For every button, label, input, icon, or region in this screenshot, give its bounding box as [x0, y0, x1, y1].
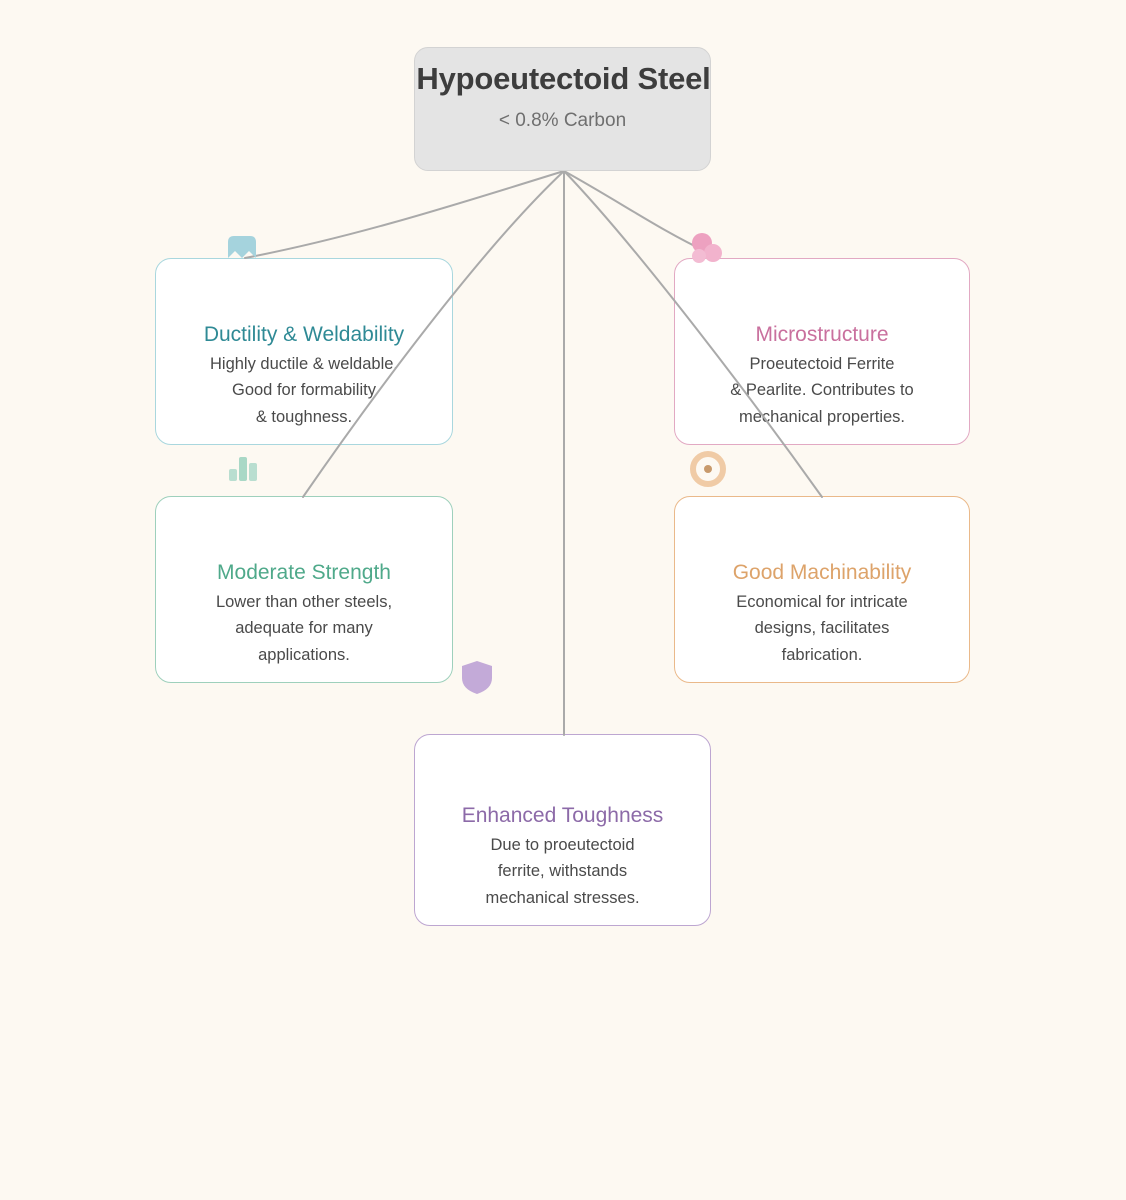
node-card-good-machinability[interactable]: Good Machinability Economical for intric… — [674, 496, 970, 683]
bar-chart-icon — [222, 447, 262, 487]
node-title: Enhanced Toughness — [461, 803, 664, 827]
node-description-line: adequate for many — [235, 619, 373, 637]
root-title: Hypoeutectoid Steel — [416, 61, 711, 96]
node-description-line: Due to proeutectoid — [490, 835, 635, 854]
node-description: Due to proeutectoid ferrite, withstands … — [427, 832, 698, 912]
node-card-enhanced-toughness[interactable]: Enhanced Toughness Due to proeutectoid f… — [414, 734, 711, 926]
node-description-line: designs, facilitates — [754, 619, 890, 637]
node-description-line: Lower than other steels, — [215, 592, 393, 611]
root-node-hypoeutectoid-steel[interactable]: Hypoeutectoid Steel < 0.8% Carbon — [414, 47, 711, 171]
node-description-line: mechanical stresses. — [485, 888, 640, 907]
root-subtitle: < 0.8% Carbon — [498, 110, 627, 131]
node-title: Good Machinability — [732, 560, 912, 584]
node-card-body: Good Machinability Economical for intric… — [675, 558, 969, 669]
node-description: Economical for intricate designs, facili… — [687, 589, 957, 669]
shield-icon — [457, 657, 497, 697]
node-description-line: applications. — [258, 645, 350, 664]
node-description-line: fabrication. — [781, 645, 863, 664]
node-card-body: Enhanced Toughness Due to proeutectoid f… — [415, 801, 710, 912]
node-description-line: Economical for intricate — [736, 592, 908, 611]
node-title: Moderate Strength — [217, 560, 391, 584]
node-card-body: Moderate Strength Lower than other steel… — [156, 558, 452, 669]
node-description-line: ferrite, withstands — [497, 862, 628, 880]
node-card-moderate-strength[interactable]: Moderate Strength Lower than other steel… — [155, 496, 453, 683]
node-description: Lower than other steels, adequate for ma… — [168, 589, 440, 669]
